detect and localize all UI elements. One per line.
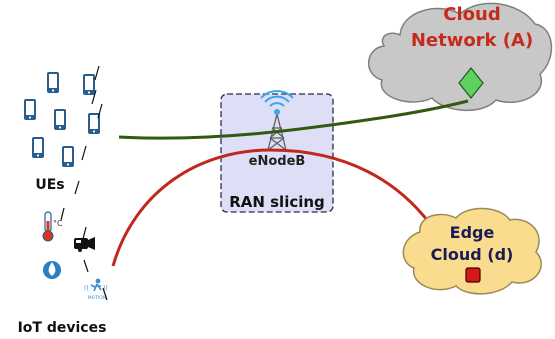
iot-link-ticks	[60, 207, 108, 301]
svg-text:((: ((	[84, 285, 89, 292]
cloud-diamond-icon	[458, 67, 484, 99]
motion-sensor-label: MOTION	[88, 295, 106, 301]
ran-slicing-label: RAN slicing	[229, 193, 325, 211]
thermometer-icon: °C	[42, 211, 63, 242]
edge-cloud-label-line1: Edge	[450, 223, 495, 242]
ue-devices	[24, 65, 103, 195]
green-link-ues-to-cloud	[118, 99, 469, 140]
red-link-iot-to-edge	[111, 148, 438, 267]
edge-cloud-shape	[402, 207, 542, 295]
phone-icon	[24, 99, 36, 120]
phone-icon	[62, 146, 74, 167]
cloud-network-label-line1: Cloud	[443, 4, 500, 25]
ues-label: UEs	[35, 177, 64, 193]
edge-cloud-label-line2: Cloud (d)	[431, 245, 514, 264]
phone-icon	[32, 137, 44, 158]
cloud-network-shape	[367, 2, 553, 112]
cloud-network-label-line2: Network (A)	[411, 30, 533, 51]
edge-square-icon	[465, 267, 481, 283]
enodeb-label: eNodeB	[249, 154, 306, 169]
phone-icon	[47, 72, 59, 93]
phone-icon	[54, 109, 66, 130]
ran-slicing-box	[220, 93, 334, 213]
temp-unit-label: °C	[53, 219, 63, 228]
svg-text:)): ))	[103, 285, 108, 292]
camera-icon	[74, 237, 95, 252]
iot-devices-label: IoT devices	[18, 320, 107, 336]
signal-waves-icon	[260, 90, 294, 115]
phone-icon	[83, 74, 95, 95]
motion-sensor-icon: (( )) MOTION	[84, 278, 108, 301]
water-drop-sensor-icon	[43, 261, 61, 279]
